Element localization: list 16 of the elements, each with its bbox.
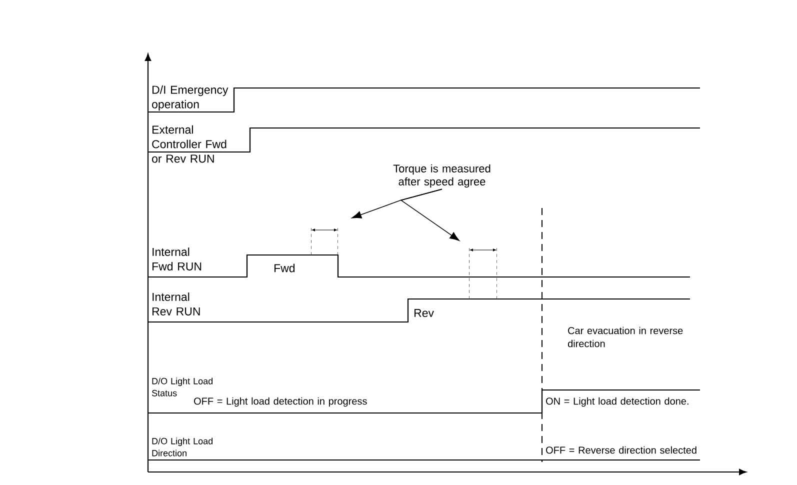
note-text: Car evacuation in reverse direction xyxy=(568,326,683,348)
pulse-label: Rev xyxy=(414,309,434,318)
state-text: ON = Light load detection done. xyxy=(546,397,688,407)
leader-arrow xyxy=(400,188,460,241)
measurement-interval xyxy=(469,245,497,299)
annotation-text: Torque is measured after speed agree xyxy=(393,164,490,188)
signal-name: Internal Rev RUN xyxy=(152,292,200,316)
state-text: OFF = Reverse direction selected xyxy=(546,446,696,454)
signal-name: D/O Light Load Direction xyxy=(152,438,212,456)
signal-name: Internal Fwd RUN xyxy=(152,248,202,270)
signal-name: D/I Emergency operation xyxy=(152,85,228,111)
state-text: OFF = Light load detection in progress xyxy=(194,397,367,407)
pulse-label: Fwd xyxy=(274,264,295,272)
signal-name: External Controller Fwd or Rev RUN xyxy=(152,125,226,163)
measurement-interval xyxy=(311,225,338,255)
signal-name: D/O Light Load Status xyxy=(152,378,212,396)
